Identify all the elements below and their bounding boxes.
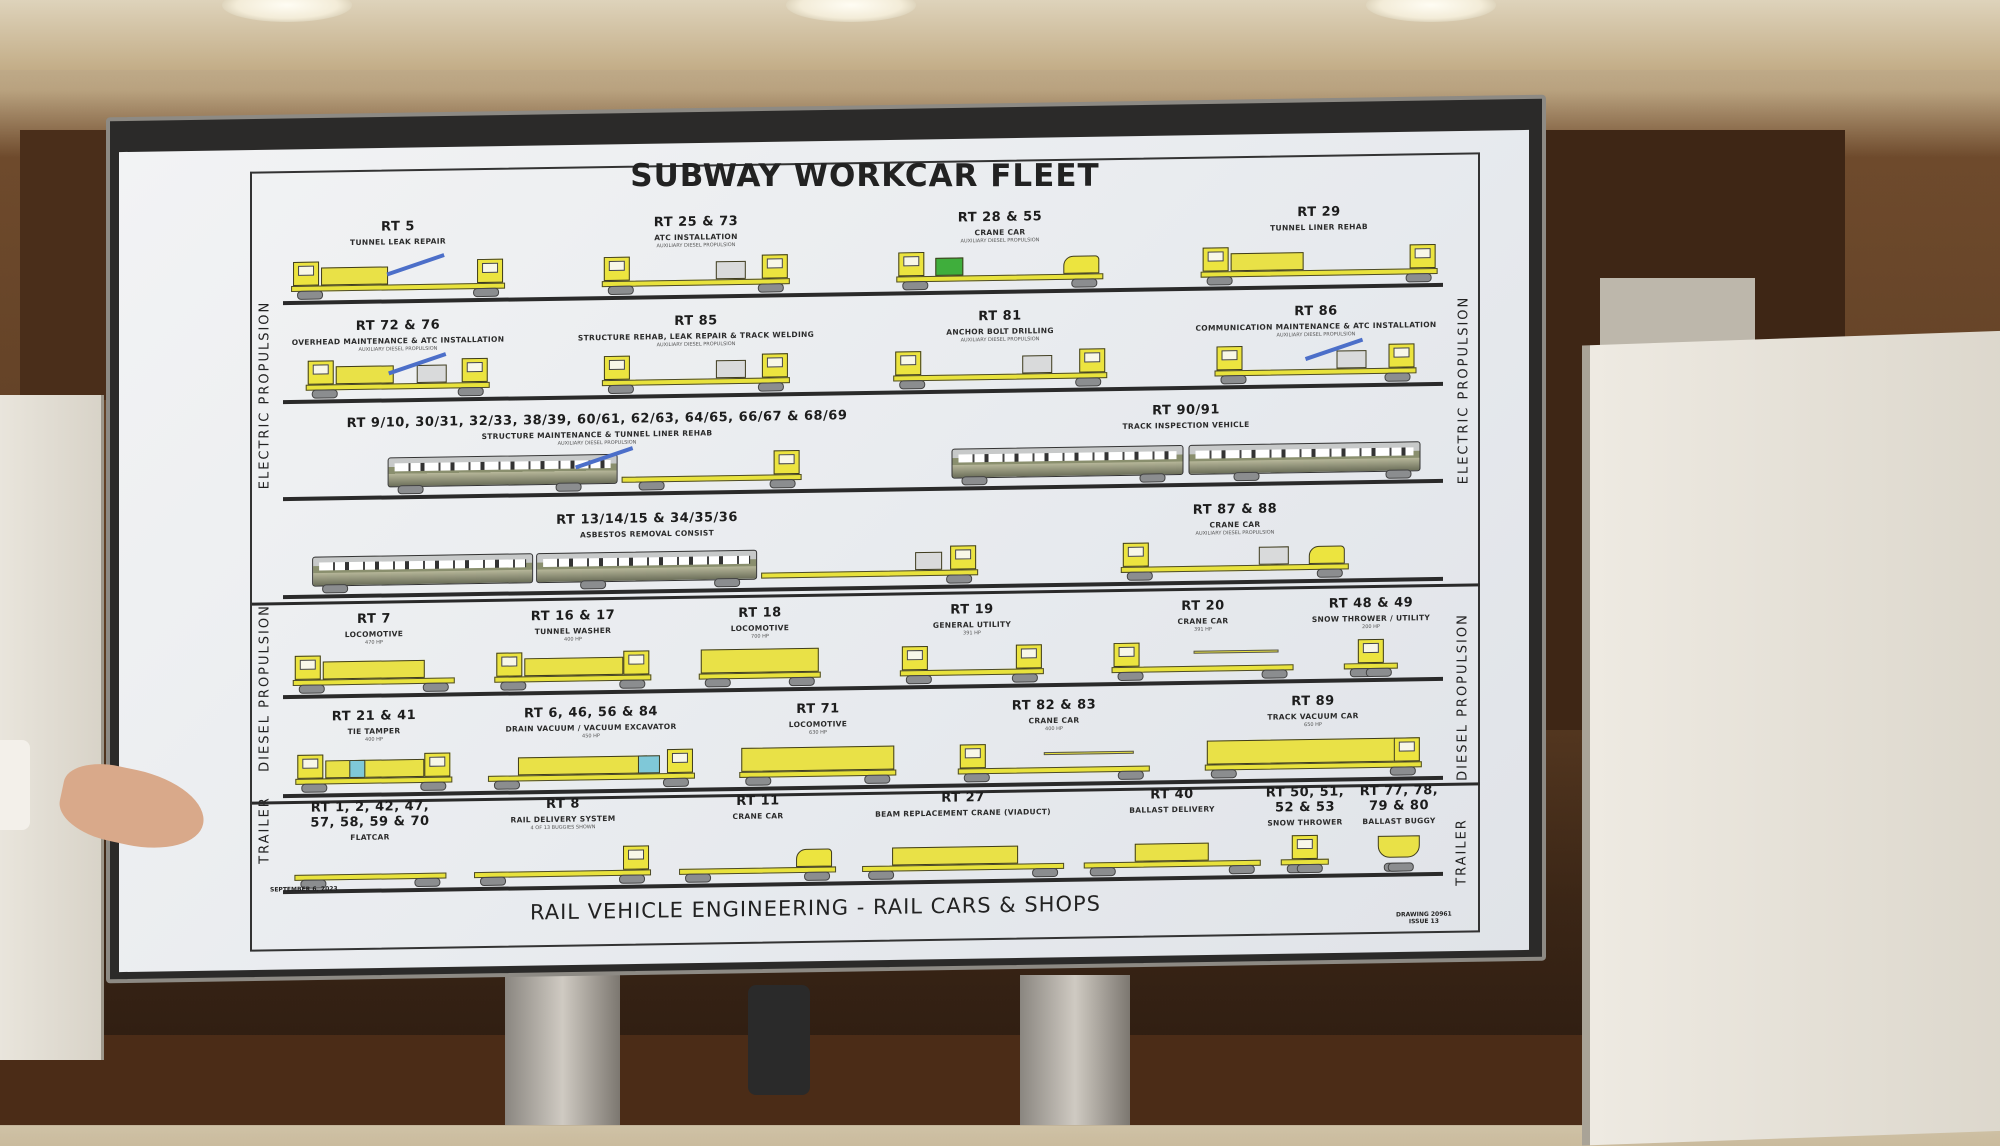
vehicle-drawing <box>1196 244 1441 286</box>
vehicle-drawing <box>291 752 456 793</box>
wall-panel <box>20 130 110 400</box>
vehicle-drawing <box>1211 337 1421 385</box>
side-label-trailer-left: TRAILER <box>257 796 273 864</box>
vehicle-drawing <box>1201 737 1426 779</box>
vehicle-drawing <box>490 650 655 691</box>
vehicle-drawing <box>1340 638 1402 678</box>
whiteboard <box>1582 330 2000 1146</box>
side-label-electric-right: ELECTRIC PROPULSION <box>1456 295 1472 485</box>
vehicle-drawing <box>675 846 840 883</box>
vehicle-drawing <box>892 252 1107 291</box>
vehicle-drawing <box>388 446 806 495</box>
diagram-title: SUBWAY WORKCAR FLEET <box>630 158 1100 194</box>
vehicle-drawing <box>302 352 494 399</box>
side-label-diesel-left: DIESEL PROPULSION <box>257 604 273 772</box>
vehicle-drawing <box>1080 840 1265 877</box>
vehicle-drawing <box>951 441 1421 486</box>
side-label-trailer-right: TRAILER <box>1454 818 1470 886</box>
vehicle-drawing <box>1374 835 1424 872</box>
vehicle-drawing <box>954 744 1154 783</box>
speaker <box>748 985 810 1095</box>
vehicle-drawing <box>735 745 900 786</box>
vehicle-rt9-consist: RT 9/10, 30/31, 32/33, 38/39, 60/61, 62/… <box>347 408 847 496</box>
ceiling-light <box>786 0 916 22</box>
diagram-date: SEPTEMBER 6, 2023 <box>270 885 338 894</box>
vehicle-drawing <box>483 748 698 790</box>
vehicle-drawing <box>1277 834 1333 874</box>
vehicle-drawing <box>287 253 509 300</box>
drawing-number: DRAWING 20961 ISSUE 13 <box>1396 911 1452 926</box>
vehicle-drawing <box>289 655 459 694</box>
vehicle-drawing <box>896 644 1048 685</box>
screen-stand <box>1020 975 1130 1125</box>
vehicle-drawing <box>598 353 794 395</box>
vehicle-drawing <box>312 545 982 594</box>
vehicle-drawing <box>1117 542 1353 581</box>
vehicle-drawing <box>858 843 1068 880</box>
vehicle-drawing <box>598 254 794 296</box>
flip-chart <box>0 395 104 1060</box>
issue-number: ISSUE 13 <box>1408 917 1439 926</box>
side-label-diesel-right: DIESEL PROPULSION <box>1455 613 1471 781</box>
presenter-arm <box>0 740 30 830</box>
vehicle-drawing <box>1108 642 1298 681</box>
screen-stand <box>505 960 620 1125</box>
ceiling-light <box>222 0 352 22</box>
vehicle-drawing <box>889 348 1111 390</box>
ceiling-light <box>1366 0 1496 22</box>
side-label-electric-left: ELECTRIC PROPULSION <box>257 300 273 490</box>
vehicle-drawing <box>695 647 825 688</box>
vehicle-drawing <box>470 845 655 887</box>
